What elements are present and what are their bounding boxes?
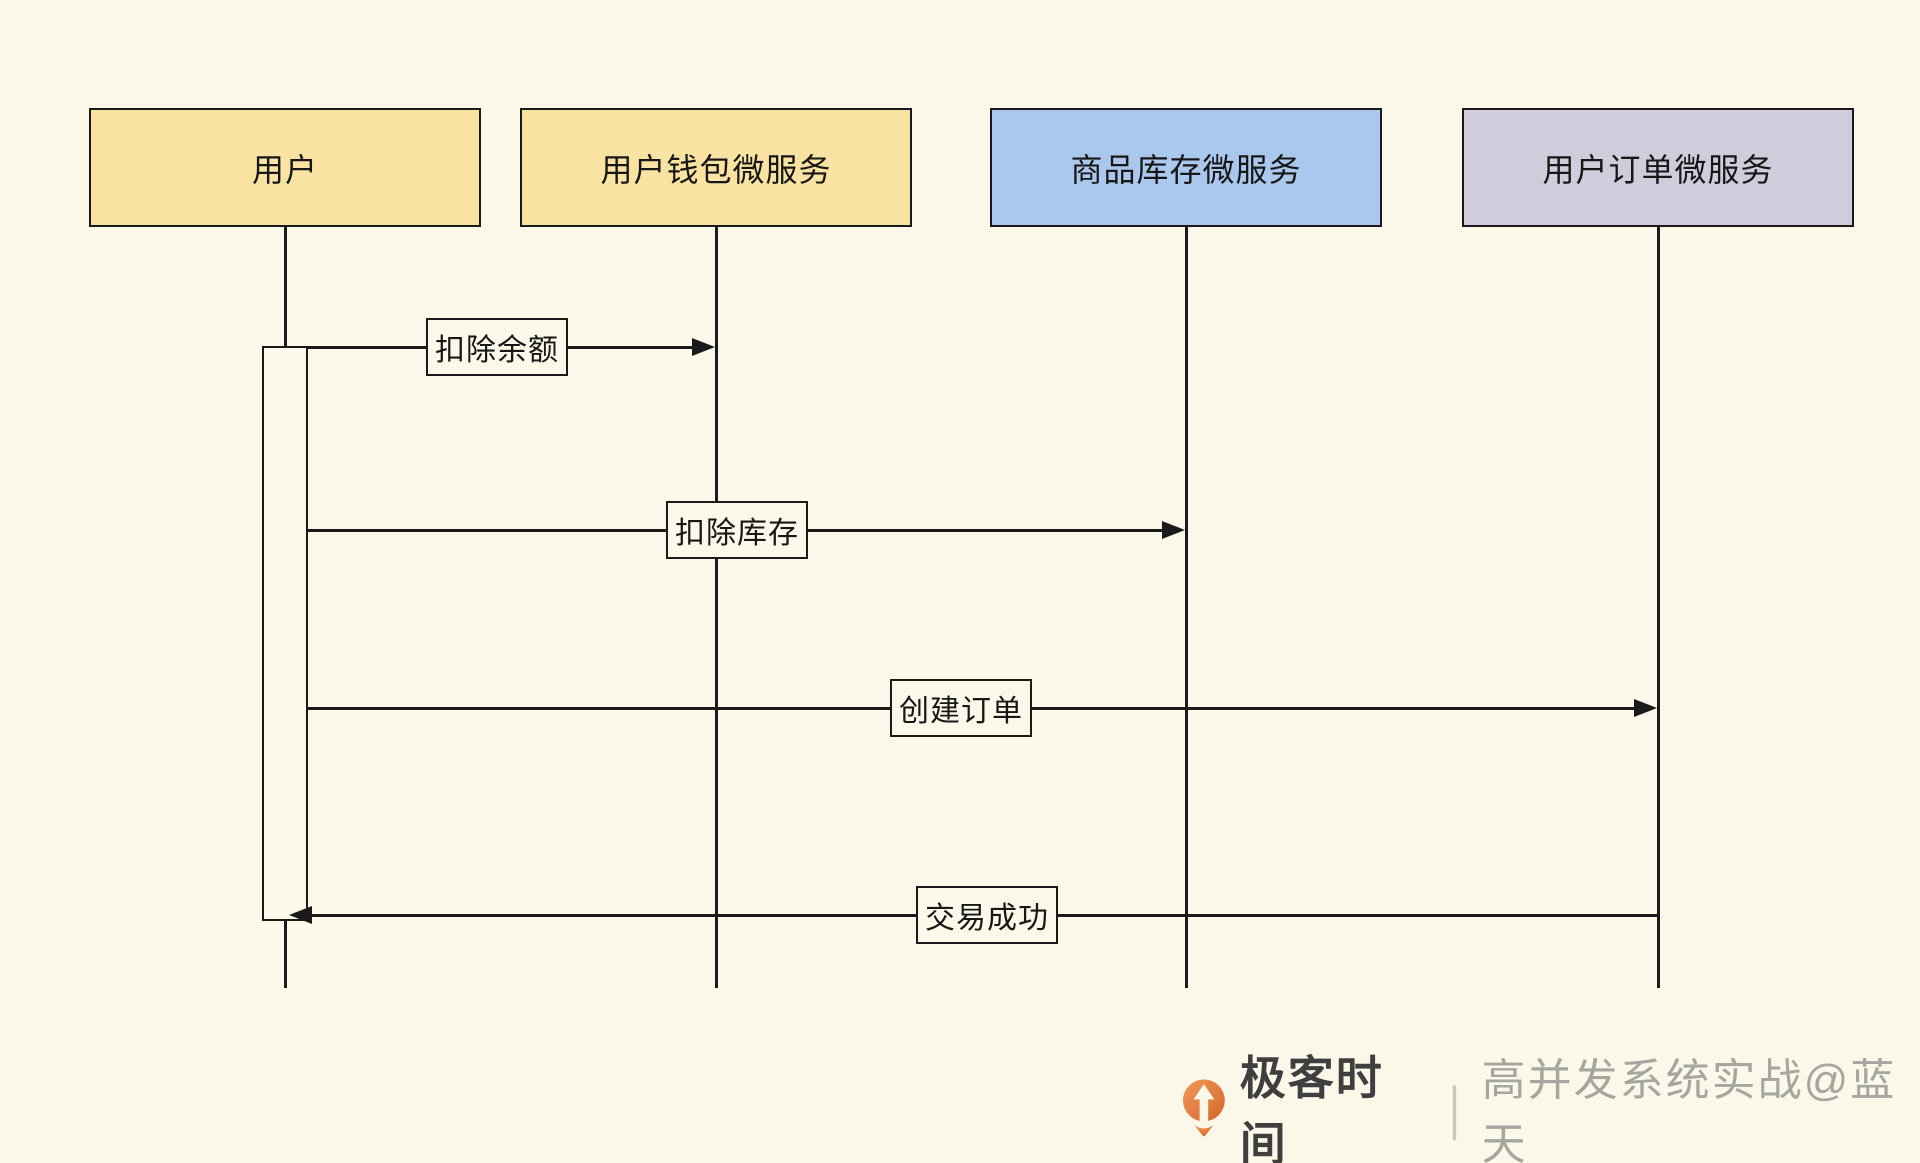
footer-branding: 极客时间 | 高并发系统实战@蓝天: [1182, 1052, 1920, 1163]
participant-label-wallet: 用户钱包微服务: [600, 151, 832, 188]
message-label-deduct-balance: 扣除余额: [426, 318, 568, 376]
participant-label-inventory: 商品库存微服务: [1070, 151, 1302, 188]
activation-bar-user: [262, 346, 308, 921]
message-text-deduct-balance: 扣除余额: [435, 334, 559, 367]
lifeline-wallet: [715, 227, 718, 988]
message-text-deduct-stock: 扣除库存: [675, 517, 799, 550]
lifeline-order: [1657, 227, 1660, 988]
message-text-create-order: 创建订单: [899, 695, 1023, 728]
footer-caption-text: 高并发系统实战@蓝天: [1481, 1056, 1897, 1163]
lifeline-user-upper: [284, 227, 287, 347]
participant-label-user: 用户: [251, 151, 318, 188]
participant-box-order: 用户订单微服务: [1462, 108, 1854, 227]
participant-box-user: 用户: [89, 108, 481, 227]
lifeline-user-lower: [284, 921, 287, 988]
message-text-transaction-success: 交易成功: [925, 902, 1049, 935]
arrowhead-deduct-balance: [692, 338, 715, 356]
participant-label-order: 用户订单微服务: [1542, 151, 1774, 188]
arrowhead-create-order: [1634, 699, 1657, 717]
footer-separator: |: [1448, 1075, 1460, 1141]
geektime-logo-icon: [1182, 1079, 1225, 1137]
message-label-deduct-stock: 扣除库存: [666, 501, 808, 559]
lifeline-inventory: [1185, 227, 1188, 988]
footer-brand-text: 极客时间: [1239, 1052, 1384, 1163]
arrowhead-deduct-stock: [1162, 521, 1185, 539]
participant-box-wallet: 用户钱包微服务: [520, 108, 912, 227]
message-label-transaction-success: 交易成功: [916, 886, 1058, 944]
arrowhead-transaction-success: [289, 906, 312, 924]
message-label-create-order: 创建订单: [890, 679, 1032, 737]
participant-box-inventory: 商品库存微服务: [990, 108, 1382, 227]
